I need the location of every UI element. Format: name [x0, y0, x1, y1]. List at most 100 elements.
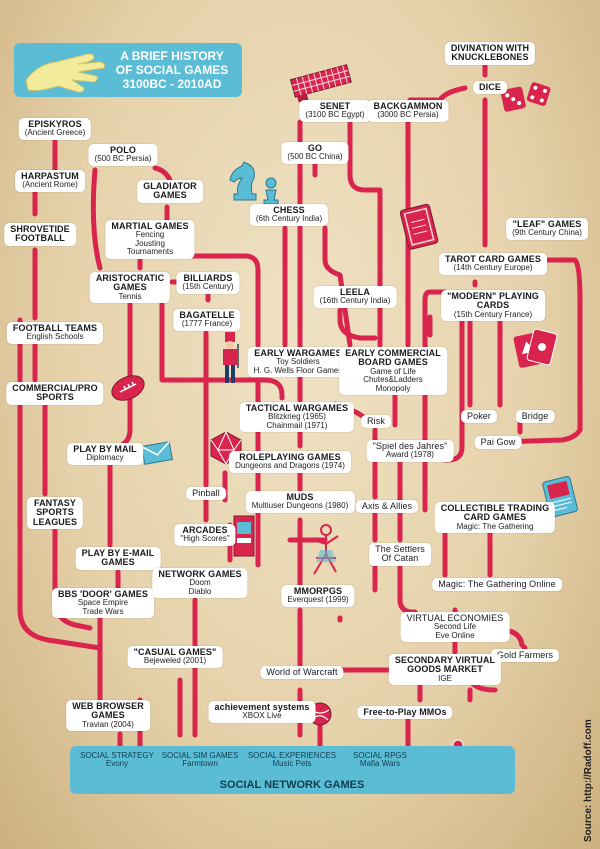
node-subtitle: Diablo: [188, 586, 212, 596]
node-title: Fantasy: [33, 498, 77, 508]
dancer-icon: [313, 524, 339, 575]
node-risk: Risk: [361, 415, 391, 429]
node-subtitle: Trade Wars: [82, 606, 124, 616]
node-title: Commercial/Pro: [12, 383, 98, 393]
node-subtitle: (Ancient Greece): [24, 128, 86, 138]
node-subtitle: Chainmail (1971): [266, 420, 328, 430]
node-pai-gow: Pai Gow: [474, 436, 522, 450]
page-title: A Brief History of Social Games 3100BC -…: [110, 49, 234, 91]
node-network-games: Network Games Doom Diablo: [152, 568, 248, 599]
node-subtitle: (1777 France): [181, 319, 233, 329]
node-commercial-pro-sports: Commercial/Pro Sports: [6, 382, 104, 405]
node-go: Go (500 BC China): [281, 142, 349, 164]
node-title: Play by E-mail: [81, 548, 155, 558]
node-subtitle: Monopoly: [375, 383, 411, 393]
node-achievement-systems: achievement systems XBOX Live: [208, 701, 316, 723]
node-free-to-play-mmos: Free-to-Play MMOs: [357, 706, 453, 720]
title-line-1: A Brief History: [120, 49, 224, 63]
node-title: Bridge: [521, 411, 549, 421]
playing-cards-icon: [513, 328, 558, 368]
node-title: Roleplaying Games: [239, 452, 341, 462]
node-title: Games: [101, 557, 135, 568]
node-subtitle: (500 BC China): [287, 152, 343, 162]
node-title: Arcades: [182, 525, 228, 535]
node-subtitle: Award (1978): [386, 450, 434, 460]
title-line-3: 3100BC - 2010AD: [122, 77, 222, 91]
node-subtitle: Jousting: [135, 238, 165, 248]
node-title: Senet: [319, 101, 351, 111]
node-title: MUDs: [286, 492, 314, 502]
dice-icon: [500, 82, 551, 112]
node-title: Free-to-Play MMOs: [363, 707, 447, 717]
node-subtitle: H. G. Wells Floor Games: [253, 365, 343, 375]
envelope-icon: [141, 441, 173, 465]
node-title: Harpastum: [21, 171, 79, 181]
node-title: Football: [15, 233, 65, 244]
node-title: Network Games: [158, 569, 242, 579]
node-title: Web Browser: [72, 701, 144, 711]
node-title: Football Teams: [12, 323, 98, 333]
node-subtitle: Everquest (1999): [287, 595, 349, 605]
node-title: achievement systems: [214, 702, 310, 712]
chess-pawn-icon: [263, 177, 279, 205]
node-subtitle: Tennis: [118, 291, 142, 301]
node-senet: Senet (3100 BC Egypt): [299, 100, 371, 122]
footer-item-social-rpgs: Social RPGs Mafia Wars: [353, 751, 407, 769]
footer-item-subtitle: Farmtown: [182, 759, 218, 769]
title-line-2: of Social Games: [115, 63, 229, 77]
node-title: "Modern" Playing: [447, 291, 539, 301]
node-title: Knucklebones: [451, 52, 529, 63]
footer-item-social-sim-games: Social Sim Games Farmtown: [161, 751, 239, 769]
social-network-games-bar: [70, 746, 515, 794]
node-title: Tactical Wargames: [245, 403, 349, 413]
node-title: Poker: [466, 411, 492, 421]
node-dice: Dice: [473, 81, 507, 95]
node-subtitle: Tournaments: [126, 247, 174, 257]
hand-icon: [25, 53, 105, 93]
node-leela: Leela (16th Century India): [313, 286, 397, 308]
node-tarot-card-games: Tarot Card Games (14th Century Europe): [439, 253, 547, 275]
node-title: Episkyros: [28, 119, 82, 129]
node-title: Leagues: [32, 516, 78, 527]
node-title: Billiards: [183, 273, 233, 283]
footer-item-title: Social Sim Games: [161, 751, 239, 760]
node-subtitle: (16th Century India): [319, 296, 391, 306]
node-casual-games: "Casual Games" Bejeweled (2001): [127, 646, 223, 668]
node-tactical-wargames: Tactical Wargames Blitzkrieg (1965) Chai…: [239, 402, 355, 433]
node-subtitle: (3000 BC Persia): [377, 110, 439, 120]
node-subtitle: Eve Online: [435, 630, 475, 640]
node-play-by-mail: Play by Mail Diplomacy: [67, 443, 143, 465]
node-subtitle: (Ancient Rome): [22, 180, 78, 190]
node-title: Board Games: [358, 357, 428, 368]
node-title: Tarot Card Games: [445, 254, 541, 264]
node-title: Magic: The Gathering Online: [438, 579, 556, 589]
node-title: Gladiator: [143, 181, 197, 191]
node-title: MMORPGs: [293, 586, 343, 596]
node-subtitle: Chutes&Ladders: [363, 375, 423, 385]
node-subtitle: Bejeweled (2001): [143, 656, 207, 666]
node-virtual-economies: Virtual Economies Second Life Eve Online: [400, 612, 510, 643]
node-subtitle: Space Empire: [77, 598, 129, 608]
node-title: "Casual Games": [133, 647, 217, 657]
node-subtitle: Fencing: [135, 230, 165, 240]
node-title: Games: [91, 710, 125, 721]
node-martial-games: Martial Games Fencing Jousting Tournamen…: [105, 220, 195, 259]
node-title: Martial Games: [111, 221, 189, 231]
node-episkyros: Episkyros (Ancient Greece): [18, 118, 92, 140]
node-title: Leela: [339, 287, 371, 297]
node-subtitle: XBOX Live: [242, 711, 282, 721]
node-title: Secondary Virtual: [394, 655, 496, 665]
node-axis-and-allies: Axis & Allies: [355, 500, 419, 514]
footer-item-social-experiences: Social Experiences Music Pets: [248, 751, 336, 769]
node-subtitle: Dungeons and Dragons (1974): [235, 461, 345, 471]
node-settlers-of-catan: The Settlers Of Catan: [369, 543, 431, 566]
node-subtitle: (14th Century Europe): [453, 263, 533, 273]
node-subtitle: (500 BC Persia): [94, 154, 152, 164]
node-title: Early Wargames: [254, 348, 342, 358]
node-gladiator-games: Gladiator Games: [137, 180, 203, 203]
node-play-by-email-games: Play by E-mail Games: [75, 547, 161, 570]
node-subtitle: (15th Century France): [453, 309, 533, 319]
node-collectible-trading-card-games: Collectible Trading Card Games Magic: Th…: [434, 502, 556, 534]
node-secondary-virtual-goods-market: Secondary Virtual Goods Market IGE: [388, 654, 502, 686]
